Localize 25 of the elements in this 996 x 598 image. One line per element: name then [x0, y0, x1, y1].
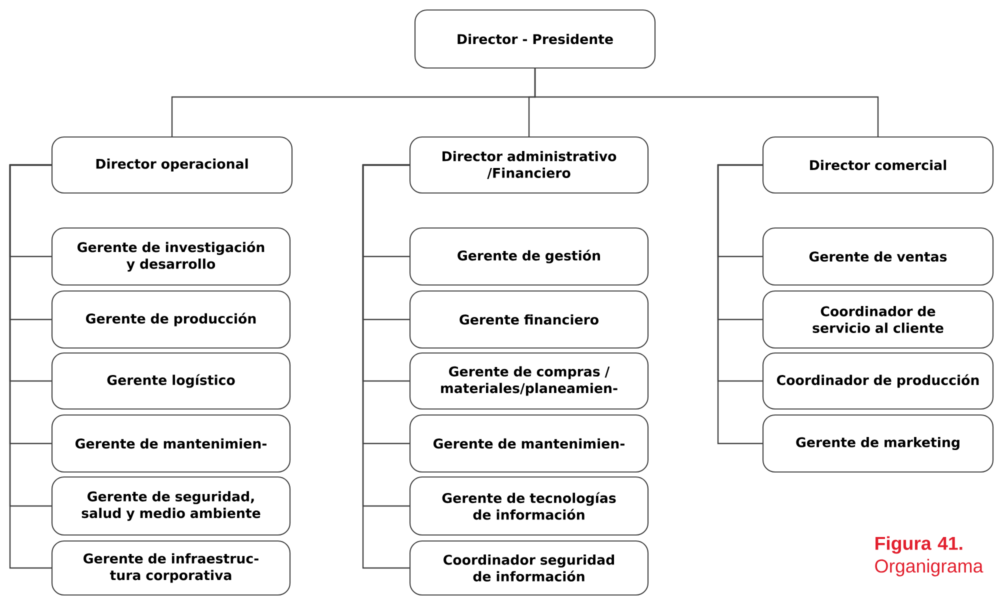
org-box: Gerente de investigación y desarrollo: [51, 227, 291, 286]
connector-line: [534, 68, 879, 136]
org-box: Gerente de infraestruc- tura corporativa: [51, 540, 291, 596]
org-box: Coordinador de servicio al cliente: [762, 290, 994, 349]
org-box: Gerente de seguridad, salud y medio ambiente: [51, 476, 291, 536]
org-box: Gerente de producción: [51, 290, 291, 349]
org-box: Director - Presidente: [414, 9, 656, 69]
org-box: Gerente logístico: [51, 352, 291, 410]
org-box: Gerente de mantenimien-: [409, 414, 649, 473]
connector-line: [717, 164, 762, 444]
org-box: Gerente de mantenimien-: [51, 414, 291, 473]
figure-caption: Figura 41. Organigrama: [875, 536, 984, 576]
org-box: Gerente financiero: [409, 290, 649, 349]
org-box: Coordinador seguridad de información: [409, 540, 649, 596]
org-box: Director administrativo /Financiero: [409, 136, 649, 194]
org-box: Gerente de marketing: [762, 414, 994, 473]
org-box: Director comercial: [762, 136, 994, 194]
org-box: Gerente de ventas: [762, 227, 994, 286]
org-box: Gerente de gestión: [409, 227, 649, 286]
connector-line: [362, 164, 410, 569]
org-box: Director operacional: [51, 136, 293, 194]
connector-line: [9, 164, 52, 569]
org-box: Gerente de compras / materiales/planeamien-: [409, 352, 649, 410]
org-box: Gerente de tecnologías de información: [409, 476, 649, 536]
org-box: Coordinador de producción: [762, 352, 994, 410]
